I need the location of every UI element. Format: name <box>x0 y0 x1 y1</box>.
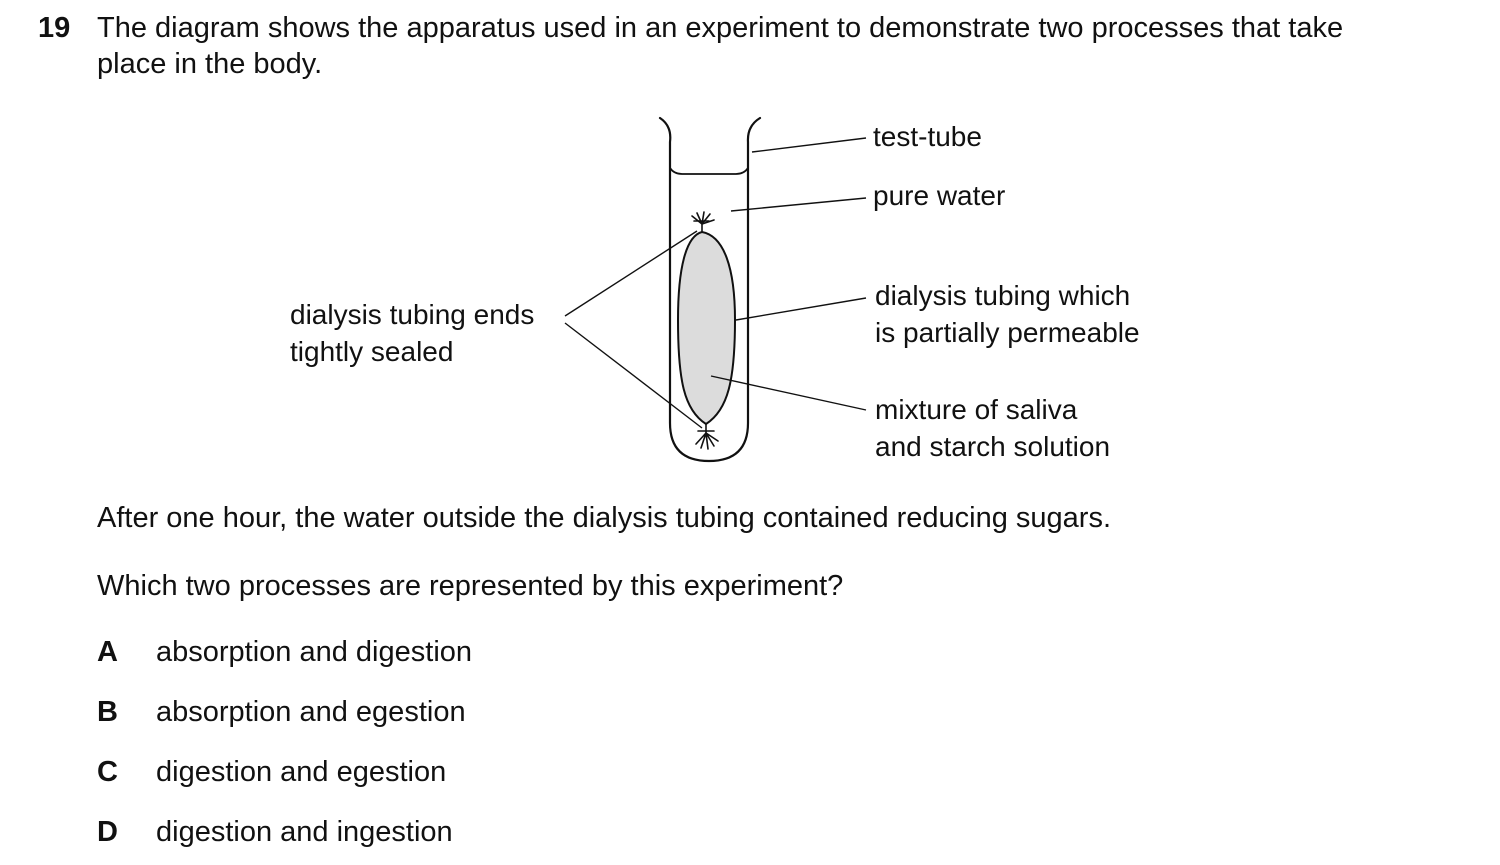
question-stem-line-1: The diagram shows the apparatus used in … <box>97 12 1344 44</box>
question-number: 19 <box>38 12 71 44</box>
leader-ends-bottom <box>564 322 703 429</box>
leader-ends-top <box>564 230 698 317</box>
option-letter: C <box>97 756 118 788</box>
option-text: absorption and digestion <box>156 636 473 668</box>
leader-test-tube <box>751 137 867 153</box>
label-mixture-line-1: mixture of saliva <box>875 394 1078 425</box>
label-pure-water: pure water <box>873 180 1006 211</box>
option-text: digestion and egestion <box>156 756 447 788</box>
question-prompt: Which two processes are represented by t… <box>97 570 844 602</box>
leader-mixture <box>710 375 867 411</box>
option-letter: D <box>97 816 118 848</box>
bottom-sealed-end <box>695 423 719 450</box>
option-letter: B <box>97 696 118 728</box>
observation-text: After one hour, the water outside the di… <box>97 502 1112 534</box>
option-letter: A <box>97 636 118 668</box>
label-test-tube: test-tube <box>873 121 982 152</box>
label-tubing-line-2: is partially permeable <box>875 317 1140 348</box>
option-text: digestion and ingestion <box>156 816 453 848</box>
water-surface <box>669 167 749 175</box>
test-tube-outline <box>658 116 762 463</box>
question-stem: The diagram shows the apparatus used in … <box>97 10 1467 82</box>
leader-pure-water <box>730 197 867 212</box>
leader-tubing <box>735 297 867 321</box>
label-tubing-line-1: dialysis tubing which <box>875 280 1131 311</box>
option-text: absorption and egestion <box>156 696 466 728</box>
leader-lines <box>564 137 867 429</box>
label-ends-line-2: tightly sealed <box>290 336 454 367</box>
top-sealed-end <box>691 211 715 233</box>
label-mixture-line-2: and starch solution <box>875 431 1111 462</box>
dialysis-tubing-bag <box>676 230 737 426</box>
question-stem-line-2: place in the body. <box>97 48 323 80</box>
label-ends-line-1: dialysis tubing ends <box>290 299 535 330</box>
